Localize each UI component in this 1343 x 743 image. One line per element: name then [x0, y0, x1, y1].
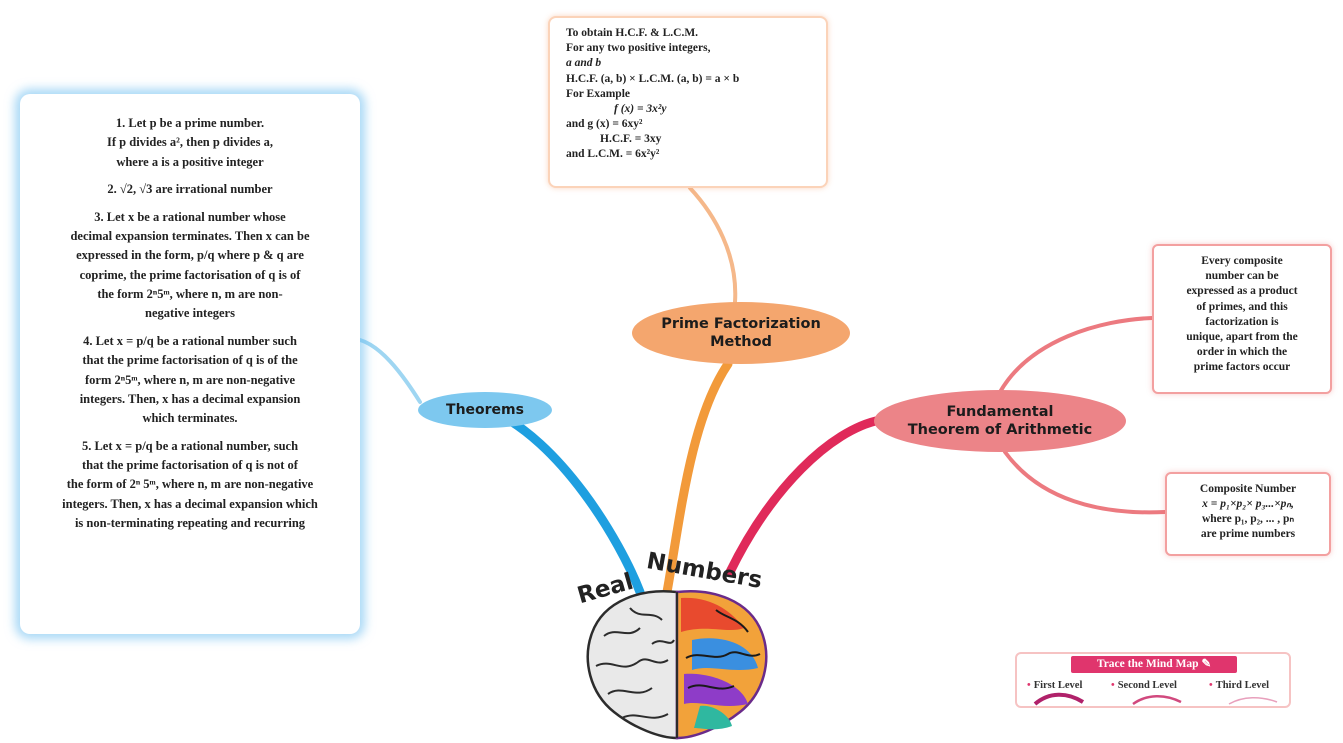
legend-second-level: •Second Level — [1111, 680, 1177, 691]
third-level-stroke-icon — [1228, 697, 1278, 705]
theorem-3-line-5: the form 2ⁿ5ᵐ, where n, m are non- — [97, 287, 283, 301]
theorem-4-line-5: which terminates. — [142, 411, 238, 426]
theorem-5-line-3: the form of 2ⁿ 5ᵐ, where n, m are non-ne… — [66, 477, 314, 492]
link-prime-box — [688, 186, 738, 304]
link-theorems-trunk — [485, 405, 645, 597]
hcf-line-6: f (x) = 3x²y — [614, 102, 667, 115]
theorem-3-line-2: decimal expansion terminates. Then x can… — [70, 228, 310, 243]
theorem-1-line-2: If p divides a², then p divides a, — [107, 135, 273, 150]
definition-line-5: factorization is — [1205, 315, 1279, 328]
link-prime-trunk — [662, 359, 733, 597]
first-level-stroke-icon — [1033, 692, 1085, 706]
theorem-3-line-6: negative integers — [145, 306, 235, 321]
fundamental-node-label-line-1: Fundamental — [946, 403, 1054, 420]
composite-line-4: are prime numbers — [1200, 527, 1296, 540]
theorem-4-line-3: form 2ⁿ5ᵐ, where n, m are non-negative — [85, 372, 295, 387]
bullet-icon: • — [1209, 680, 1213, 691]
brain-icon — [586, 590, 768, 740]
legend-first-level-label: First Level — [1033, 680, 1083, 691]
hcf-line-8: H.C.F. = 3xy — [600, 133, 662, 146]
hcf-line-3: a and b — [566, 57, 602, 70]
theorem-2-line-1: 2. √2, √3 are irrational number — [107, 182, 273, 197]
definition-line-2: number can be — [1205, 270, 1279, 283]
fundamental-theorem-node[interactable]: Fundamental Theorem of Arithmetic — [874, 390, 1126, 452]
definition-line-3: expressed as a product — [1186, 285, 1298, 298]
definition-line-8: prime factors occur — [1193, 361, 1291, 374]
theorem-5-line-2: that the prime factorisation of q is not… — [82, 458, 298, 472]
legend: Trace the Mind Map ✎ •First Level •Secon… — [1015, 652, 1291, 708]
prime-factorization-node[interactable]: Prime Factorization Method — [632, 302, 850, 364]
theorem-3-line-3: expressed in the form, p/q where p & q a… — [76, 248, 304, 263]
prime-node-label-line-2: Method — [710, 334, 772, 350]
link-fundamental-box1 — [998, 316, 1154, 394]
hcf-lcm-box: To obtain H.C.F. & L.C.M. For any two po… — [548, 16, 828, 188]
theorem-3-line-1: 3. Let x be a rational number whose — [94, 209, 286, 224]
hcf-line-1: To obtain H.C.F. & L.C.M. — [566, 27, 699, 39]
theorem-1-line-3: where a is a positive integer — [116, 154, 264, 169]
definition-line-4: of primes, and this — [1196, 300, 1288, 313]
fundamental-node-label-line-2: Theorem of Arithmetic — [907, 422, 1093, 438]
second-level-stroke-icon — [1132, 695, 1182, 706]
composite-number-box: Composite Number x = p₁×p₂× p₃...×pₙ, wh… — [1165, 472, 1331, 556]
pencil-icon: ✎ — [1201, 658, 1212, 670]
hcf-line-9: and L.C.M. = 6x²y² — [566, 148, 660, 161]
bullet-icon: • — [1027, 680, 1031, 691]
hcf-line-5: For Example — [566, 87, 630, 100]
prime-node-label-line-1: Prime Factorization — [661, 315, 821, 332]
definition-line-1: Every composite — [1201, 255, 1283, 267]
composite-line-2: x = p₁×p₂× p₃...×pₙ, — [1202, 497, 1294, 510]
theorem-3-line-4: coprime, the prime factorisation of q is… — [79, 267, 301, 282]
theorem-3: 3. Let x be a rational number whose deci… — [34, 208, 346, 324]
hcf-line-4: H.C.F. (a, b) × L.C.M. (a, b) = a × b — [566, 72, 740, 85]
legend-third-level: •Third Level — [1209, 680, 1269, 691]
link-theorems-box — [358, 338, 422, 404]
theorem-2: 2. √2, √3 are irrational number — [34, 180, 346, 199]
definition-line-7: order in which the — [1196, 346, 1288, 359]
fundamental-definition-box: Every composite number can be expressed … — [1152, 244, 1332, 394]
theorem-4-line-1: 4. Let x = p/q be a rational number such — [83, 333, 297, 348]
hcf-line-2: For any two positive integers, — [566, 42, 711, 55]
theorem-5-line-1: 5. Let x = p/q be a rational number, suc… — [81, 438, 299, 453]
composite-line-1: Composite Number — [1199, 483, 1297, 495]
legend-second-level-label: Second Level — [1117, 680, 1177, 691]
theorem-5-line-5: is non-terminating repeating and recurri… — [74, 516, 306, 531]
composite-line-3: where p₁, p₂, ... , pₙ — [1201, 512, 1295, 525]
theorem-4: 4. Let x = p/q be a rational number such… — [34, 332, 346, 429]
legend-third-level-label: Third Level — [1215, 680, 1270, 691]
theorems-box: 1. Let p be a prime number. If p divides… — [20, 94, 360, 634]
legend-title-text: Trace the Mind Map — [1096, 658, 1199, 670]
theorem-4-line-2: that the prime factorisation of q is of … — [82, 353, 298, 368]
theorem-1-line-1: 1. Let p be a prime number. — [115, 116, 265, 130]
theorems-node-label: Theorems — [446, 402, 524, 418]
legend-title: Trace the Mind Map ✎ — [1071, 656, 1237, 673]
bullet-icon: • — [1111, 680, 1115, 691]
legend-first-level: •First Level — [1027, 680, 1082, 691]
link-fundamental-trunk — [725, 415, 885, 577]
definition-line-6: unique, apart from the — [1186, 330, 1298, 343]
theorem-5-line-4: integers. Then, x has a decimal expansio… — [62, 496, 318, 511]
theorem-5: 5. Let x = p/q be a rational number, suc… — [34, 437, 346, 534]
theorems-node[interactable]: Theorems — [418, 392, 552, 428]
theorem-1: 1. Let p be a prime number. If p divides… — [34, 114, 346, 172]
link-fundamental-box2 — [1003, 450, 1167, 515]
theorem-4-line-4: integers. Then, x has a decimal expansio… — [79, 391, 301, 406]
hcf-line-7: and g (x) = 6xy² — [566, 118, 643, 131]
